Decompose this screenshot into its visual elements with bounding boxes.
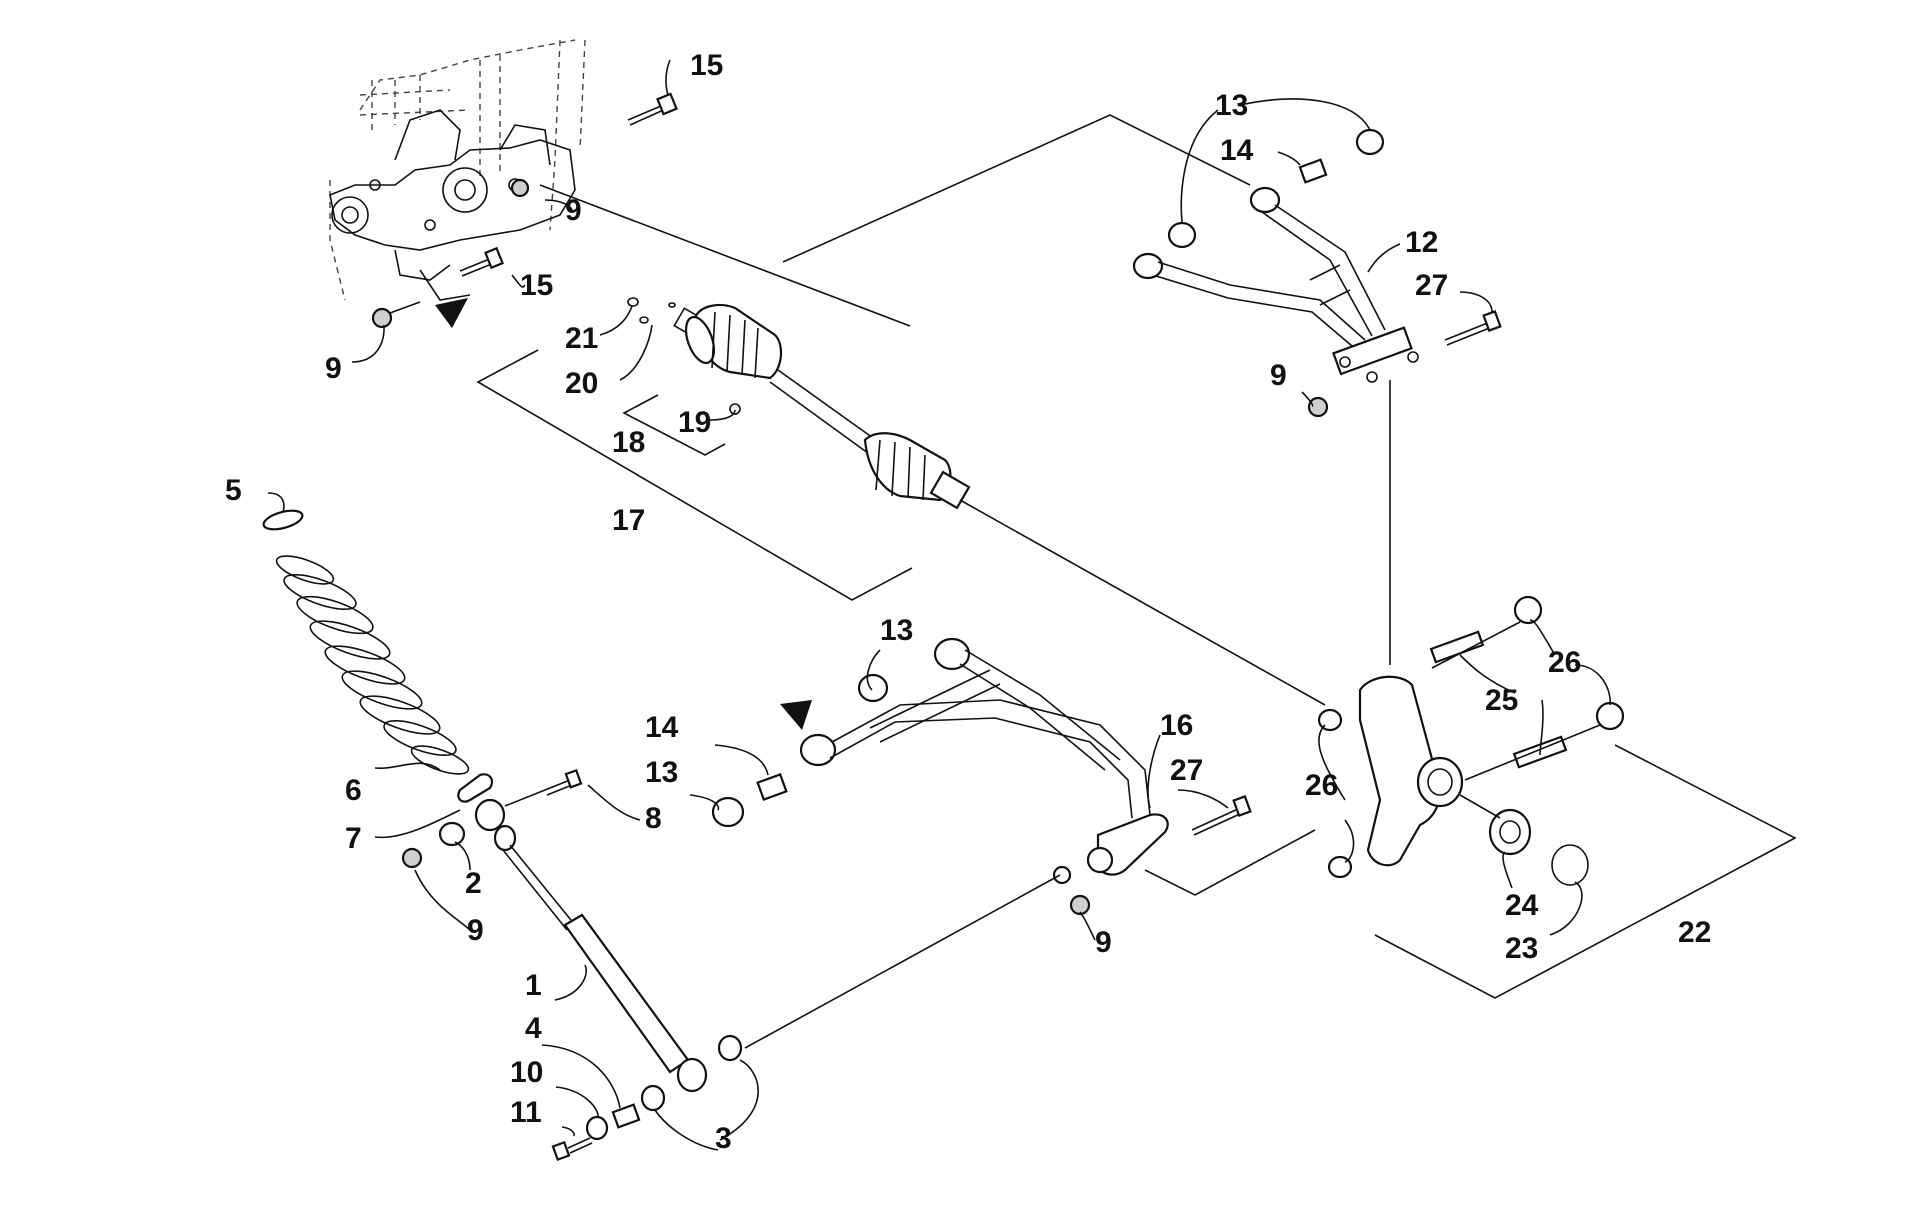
nut-9-lower-arm	[1069, 894, 1091, 916]
bearing-24	[1488, 808, 1532, 856]
callout-15-top: 15	[690, 49, 723, 82]
ring-19	[729, 403, 741, 415]
spring-retainer-5	[262, 509, 304, 531]
callout-1: 1	[525, 969, 542, 1002]
callout-14-upper: 14	[1220, 134, 1254, 167]
bushing-13-upper-left	[1167, 221, 1197, 249]
arrow-marker-lower	[780, 700, 812, 730]
bolt-27-upper	[1444, 310, 1502, 346]
kit-bracket-18	[622, 394, 726, 456]
bushing-13-lower-top	[857, 673, 889, 703]
callout-5: 5	[225, 474, 242, 507]
bushing-3-right	[717, 1034, 743, 1062]
bushing-13-lower	[711, 796, 745, 828]
bushing-3-left	[640, 1084, 666, 1112]
drive-axle	[673, 303, 971, 510]
callout-16: 16	[1160, 709, 1193, 742]
nut-9-frame-right	[510, 178, 530, 198]
callout-13-lower-top: 13	[880, 614, 913, 647]
callout-25: 25	[1485, 684, 1518, 717]
knuckle-pin-line-lower	[1464, 724, 1601, 781]
bolt-27-lower	[1191, 795, 1252, 836]
callout-27-lower: 27	[1170, 754, 1203, 787]
coil-spring	[275, 555, 470, 775]
callout-6: 6	[345, 774, 362, 807]
spring-seat-7	[457, 773, 494, 803]
washer-lower-arm	[1052, 865, 1072, 885]
callout-3: 3	[715, 1122, 732, 1155]
callouts: 15 9 15 9 21 20 19 18 17 13 14 12 27 9 5…	[225, 49, 1711, 1155]
upper-a-arm	[1132, 186, 1419, 383]
callout-11: 11	[510, 1096, 542, 1129]
circlip-20	[639, 302, 676, 324]
callout-9-frame: 9	[565, 194, 582, 227]
lower-arm-link-line	[1144, 829, 1316, 896]
bushing-26-right	[1595, 701, 1625, 731]
callout-9-frame-left: 9	[325, 352, 342, 385]
knuckle	[1358, 675, 1464, 867]
callout-22: 22	[1678, 916, 1711, 949]
callout-23: 23	[1505, 932, 1538, 965]
callout-21: 21	[565, 322, 598, 355]
axle-alignment-line	[539, 184, 911, 327]
sleeve-14-upper	[1298, 158, 1328, 184]
sleeve-14-lower	[756, 773, 788, 801]
kit-bracket-17	[476, 349, 913, 601]
callout-14-lower: 14	[645, 711, 679, 744]
callout-4: 4	[525, 1012, 542, 1045]
knuckle-alignment-line	[959, 499, 1326, 706]
callout-9-upper: 9	[1270, 359, 1287, 392]
bushing-26-top	[1513, 595, 1543, 625]
callout-10: 10	[510, 1056, 543, 1089]
shock-absorber	[474, 798, 708, 1093]
bolt-8	[544, 768, 583, 796]
lower-arm-shock-line	[744, 874, 1061, 1049]
callout-8: 8	[645, 802, 662, 835]
callout-15-middle: 15	[520, 269, 553, 302]
leader-lines	[267, 59, 1611, 1151]
callout-24: 24	[1505, 889, 1539, 922]
washer-10	[585, 1115, 609, 1141]
bearing-axis-line	[1459, 794, 1501, 819]
callout-26-lower: 26	[1305, 769, 1338, 802]
callout-27-upper: 27	[1415, 269, 1448, 302]
callout-2: 2	[465, 867, 482, 900]
nut-9-upper	[1307, 396, 1329, 418]
kit-bracket-22	[1374, 744, 1797, 999]
snap-ring-23	[1551, 844, 1589, 886]
callout-7: 7	[345, 822, 362, 855]
sleeve-25-upper	[1429, 630, 1485, 664]
sleeve-4	[611, 1103, 641, 1129]
callout-19: 19	[678, 406, 711, 439]
callout-9-shock: 9	[467, 914, 484, 947]
callout-13-lower: 13	[645, 756, 678, 789]
spacer-2	[438, 821, 466, 847]
bushing-13-upper-right	[1355, 128, 1385, 156]
arrow-marker-top	[435, 298, 468, 328]
nut-9-frame-left	[371, 301, 421, 329]
callout-17: 17	[612, 504, 645, 537]
bolt-11	[551, 1137, 593, 1162]
circlip-21	[627, 297, 639, 307]
callout-18: 18	[612, 426, 645, 459]
callout-12: 12	[1405, 226, 1438, 259]
bolt-15-top	[627, 92, 678, 126]
frame-gearcase	[329, 39, 586, 301]
knuckle-pin-line-upper	[1431, 621, 1521, 669]
nut-9-shock-top	[401, 847, 423, 869]
lower-a-arm	[799, 637, 1169, 876]
shock-bolt-line	[504, 789, 546, 807]
bolt-15-middle	[459, 246, 504, 277]
callout-20: 20	[565, 367, 598, 400]
callout-13-upper: 13	[1215, 89, 1248, 122]
assembly-line-top	[782, 114, 1251, 263]
callout-26-upper: 26	[1548, 646, 1581, 679]
callout-9-lower: 9	[1095, 926, 1112, 959]
